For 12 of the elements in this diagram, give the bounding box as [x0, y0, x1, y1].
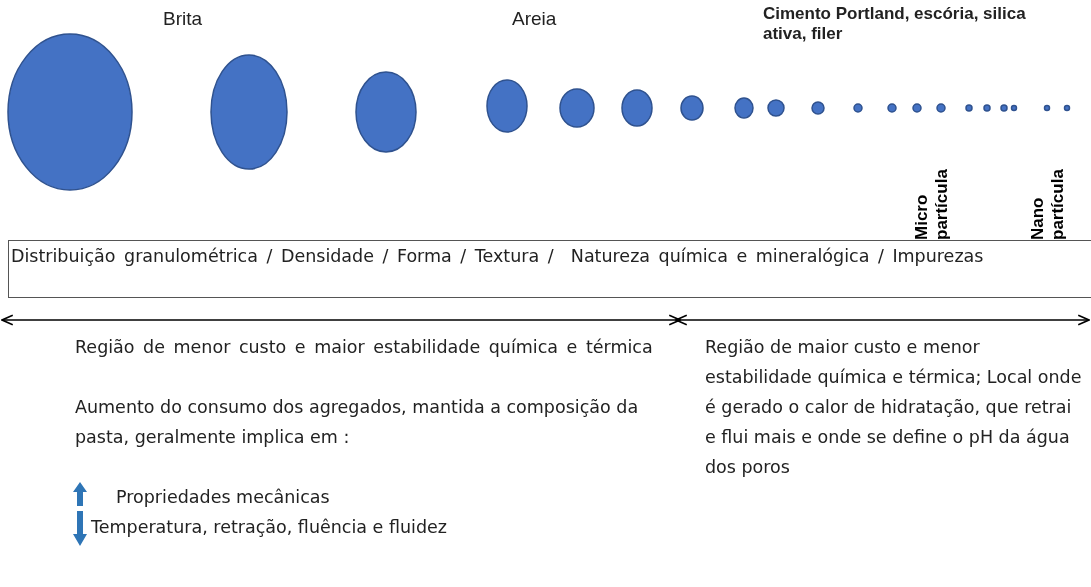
property-box	[8, 240, 1091, 298]
property-item: Propriedades mecânicas	[116, 486, 331, 509]
particle-label: Nano partícula	[1028, 168, 1068, 240]
particle-label: Micro partícula	[912, 168, 952, 240]
region-text: Região de menor custo e maior estabilidade química e térmica	[75, 336, 654, 359]
property-text: Distribuição granulométrica / Densidade / Forma / Textura / Natureza química e mineralógica / Impurezas	[11, 245, 985, 268]
region-text: Aumento do consumo dos agregados, mantida a composição da pasta, geralmente implica em :	[75, 396, 640, 449]
particle-label: Brita	[163, 8, 203, 30]
particle-label: Cimento Portland, escória, silica ativa, filer	[763, 4, 1027, 44]
region-text: Região de maior custo e menor estabilidade química e térmica; Local onde é gerado o calor de hidratação, que retrai e flui mais e onde se define o pH da água dos poros	[705, 336, 1083, 479]
property-item: Temperatura, retração, fluência e fluidez	[91, 516, 448, 539]
particle-label: Areia	[512, 8, 557, 30]
